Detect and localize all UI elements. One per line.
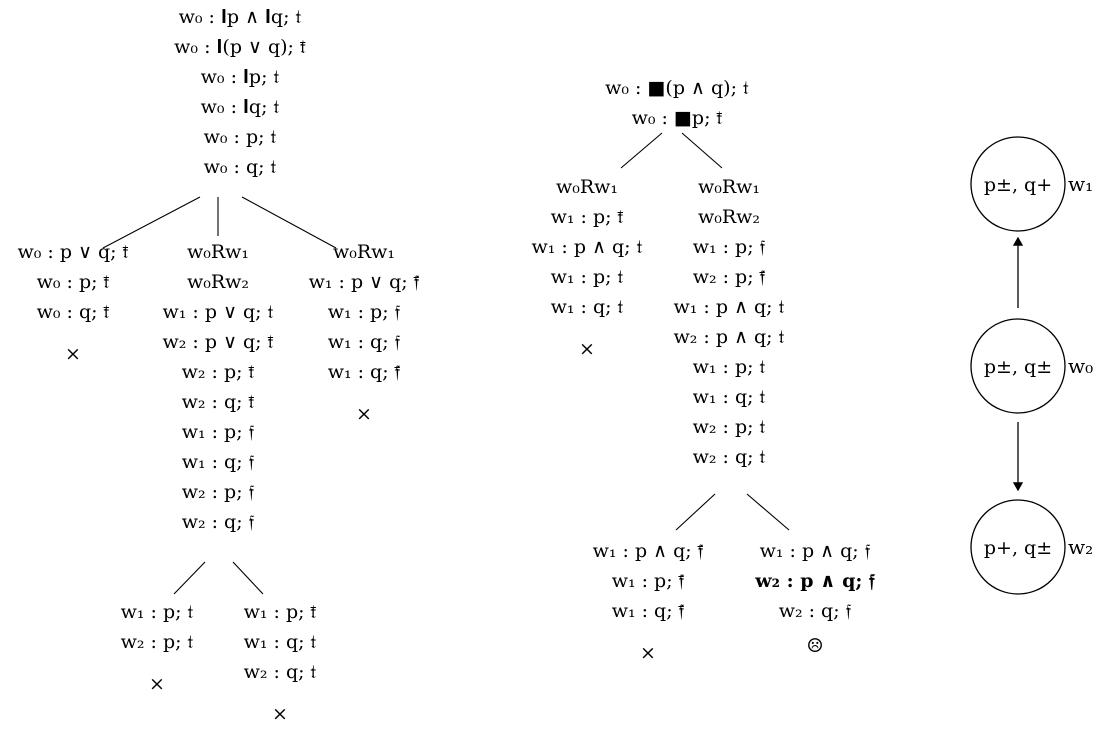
tree2-left-line: w₁ : q; 𝔱: [551, 296, 624, 318]
tree1-root: w₀ : 𝐈p ∧ 𝐈q; 𝔱 w₀ : 𝐈(p ∨ q); 𝔱̄ w₀ : 𝐈…: [174, 6, 306, 178]
tree1-mid-line: w₁ : q; 𝔣: [182, 451, 255, 473]
tree1: w₀ : 𝐈p ∧ 𝐈q; 𝔱 w₀ : 𝐈(p ∨ q); 𝔱̄ w₀ : 𝐈…: [18, 6, 420, 725]
tree2-subleft-line: w₁ : q; 𝔣̄: [612, 600, 685, 622]
tree1-root-line: w₀ : 𝐈q; 𝔱: [201, 96, 280, 118]
tree2-root-line: w₀ : ■p; 𝔱̄: [632, 107, 723, 129]
tree1-sub-right: w₁ : p; 𝔱̄ w₁ : q; 𝔱 w₂ : q; 𝔱 ×: [244, 601, 317, 725]
tree1-edge: [232, 561, 264, 595]
tree1-mid-line: w₁ : p ∨ q; 𝔱: [163, 301, 274, 323]
tree2-left-line: w₁ : p ∧ q; 𝔱: [532, 236, 643, 258]
tree1-mid-line: w₂ : q; 𝔱̄: [182, 391, 255, 413]
tree2-left-line: w₀Rw₁: [556, 176, 618, 198]
tree1-root-line: w₀ : q; 𝔱: [204, 156, 277, 178]
tree2-subleft-line: w₁ : p ∧ q; 𝔣̄: [593, 540, 704, 562]
world-label: w₀: [1068, 354, 1093, 378]
tree2-subright-bold-line: 𝐰₂ : 𝐩 ∧ 𝐪; 𝔣: [754, 570, 875, 592]
tree1-root-line: w₀ : 𝐈(p ∨ q); 𝔱̄: [174, 36, 306, 58]
tree2-subright-line: w₂ : q; 𝔣: [779, 600, 852, 622]
tree2-right-line: w₂ : p; 𝔱: [693, 416, 766, 438]
closed-marker: ×: [272, 703, 288, 725]
world-valuation: p±, q+: [984, 174, 1052, 196]
tree1-mid-line: w₂ : q; 𝔣: [182, 511, 255, 533]
tree1-edge: [102, 196, 201, 249]
tree2-right-line: w₁ : p; 𝔱: [693, 356, 766, 378]
tree1-left-line: w₀ : q; 𝔱̄: [37, 301, 110, 323]
tree2-left-line: w₁ : p; 𝔱̄: [551, 206, 624, 228]
tree1-subright-line: w₁ : q; 𝔱: [244, 631, 317, 653]
tree2-right-line: w₂ : p ∧ q; 𝔱: [674, 326, 785, 348]
tree1-mid-line: w₀Rw₂: [187, 271, 249, 293]
open-branch-frown-icon: ☹: [806, 635, 823, 657]
tree2-edge: [746, 493, 790, 531]
tree2-right-line: w₂ : p; 𝔣̄: [693, 266, 766, 288]
tree1-right-line: w₁ : p ∨ q; 𝔣̄: [309, 271, 420, 293]
tree1-sub-left: w₁ : p; 𝔱 w₂ : p; 𝔱 ×: [121, 601, 194, 695]
world-circle: [970, 499, 1066, 595]
tree2: w₀ : ■(p ∧ q); 𝔱 w₀ : ■p; 𝔱̄ w₀Rw₁ w₁ : …: [532, 77, 876, 664]
tree1-mid-line: w₂ : p; 𝔣: [182, 481, 255, 503]
tree2-right-line: w₁ : p ∧ q; 𝔱: [674, 296, 785, 318]
tree2-sub-right: w₁ : p ∧ q; 𝔣 𝐰₂ : 𝐩 ∧ 𝐪; 𝔣 w₂ : q; 𝔣 ☹: [754, 540, 875, 657]
tree1-right-line: w₁ : p; 𝔣: [328, 301, 401, 323]
world-node-w1: p±, q+ w₁: [970, 136, 1093, 232]
tree2-root: w₀ : ■(p ∧ q); 𝔱 w₀ : ■p; 𝔱̄: [605, 77, 749, 129]
tree2-edge: [620, 132, 663, 169]
tree2-edge: [681, 132, 723, 169]
world-circle: [970, 318, 1066, 414]
world-valuation: p±, q±: [984, 356, 1052, 378]
tree2-right-line: w₂ : q; 𝔱: [693, 446, 766, 468]
world-label: w₁: [1068, 172, 1093, 196]
tree2-root-line: w₀ : ■(p ∧ q); 𝔱: [605, 77, 749, 99]
world-label: w₂: [1068, 535, 1093, 559]
tree2-branch-left: w₀Rw₁ w₁ : p; 𝔱̄ w₁ : p ∧ q; 𝔱 w₁ : p; 𝔱…: [532, 176, 643, 360]
tree2-edge: [675, 493, 716, 531]
tree1-subleft-line: w₂ : p; 𝔱: [121, 631, 194, 653]
tree1-subleft-line: w₁ : p; 𝔱: [121, 601, 194, 623]
world-circle: [970, 136, 1066, 232]
tree1-root-line: w₀ : 𝐈p ∧ 𝐈q; 𝔱: [179, 6, 302, 28]
tree1-branch-mid: w₀Rw₁ w₀Rw₂ w₁ : p ∨ q; 𝔱 w₂ : p ∨ q; 𝔱̄…: [163, 241, 274, 533]
tree1-subright-line: w₂ : q; 𝔱: [244, 661, 317, 683]
tree1-root-line: w₀ : p; 𝔱: [204, 126, 277, 148]
tree1-right-line: w₁ : q; 𝔣: [328, 331, 401, 353]
tree1-edge: [241, 196, 337, 249]
closed-marker: ×: [356, 403, 372, 425]
closed-marker: ×: [579, 338, 595, 360]
tree1-root-line: w₀ : 𝐈p; 𝔱: [201, 66, 280, 88]
world-node-w0: p±, q± w₀: [970, 318, 1093, 414]
tree1-mid-line: w₂ : p ∨ q; 𝔱̄: [163, 331, 274, 353]
world-node-w2: p+, q± w₂: [970, 499, 1093, 595]
tree1-subright-line: w₁ : p; 𝔱̄: [244, 601, 317, 623]
tree1-mid-line: w₁ : p; 𝔣: [182, 421, 255, 443]
tree1-branch-right: w₀Rw₁ w₁ : p ∨ q; 𝔣̄ w₁ : p; 𝔣 w₁ : q; 𝔣…: [309, 241, 420, 425]
closed-marker: ×: [65, 343, 81, 365]
tree2-subleft-line: w₁ : p; 𝔣̄: [612, 570, 685, 592]
closed-marker: ×: [640, 642, 656, 664]
tree2-right-line: w₁ : q; 𝔱: [693, 386, 766, 408]
world-valuation: p+, q±: [984, 537, 1052, 559]
tree1-branch-left: w₀ : p ∨ q; 𝔱̄ w₀ : p; 𝔱̄ w₀ : q; 𝔱̄ ×: [18, 241, 129, 365]
tree2-right-line: w₀Rw₂: [698, 206, 760, 228]
tree2-subright-line: w₁ : p ∧ q; 𝔣: [760, 540, 871, 562]
countermodel: p±, q+ w₁ p±, q± w₀ p+, q± w₂: [970, 136, 1093, 595]
tree1-edge: [173, 561, 206, 595]
closed-marker: ×: [149, 673, 165, 695]
tree2-left-line: w₁ : p; 𝔱: [551, 266, 624, 288]
tree1-left-line: w₀ : p ∨ q; 𝔱̄: [18, 241, 129, 263]
tree2-branch-right: w₀Rw₁ w₀Rw₂ w₁ : p; 𝔣 w₂ : p; 𝔣̄ w₁ : p …: [674, 176, 785, 468]
tree1-right-line: w₁ : q; 𝔣̄: [328, 361, 401, 383]
tree2-sub-left: w₁ : p ∧ q; 𝔣̄ w₁ : p; 𝔣̄ w₁ : q; 𝔣̄ ×: [593, 540, 704, 664]
tree2-right-line: w₀Rw₁: [698, 176, 760, 198]
tree1-mid-line: w₀Rw₁: [187, 241, 249, 263]
tree1-mid-line: w₂ : p; 𝔱̄: [182, 361, 255, 383]
tree1-left-line: w₀ : p; 𝔱̄: [37, 271, 110, 293]
tree1-right-line: w₀Rw₁: [333, 241, 395, 263]
tree2-right-line: w₁ : p; 𝔣: [693, 236, 766, 258]
